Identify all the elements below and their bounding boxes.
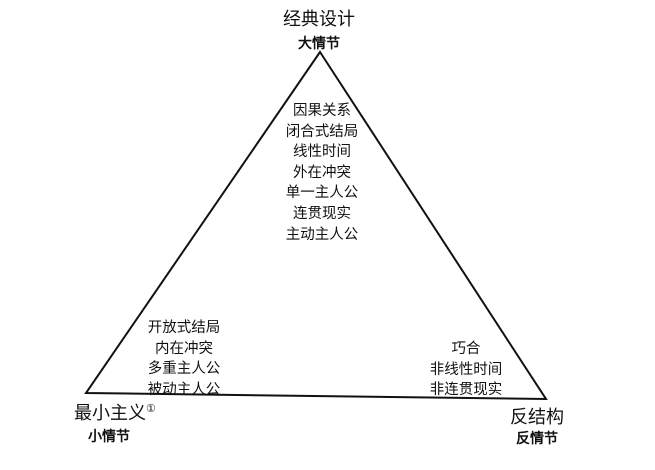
- vertex-left-title: 最小主义①: [74, 403, 156, 423]
- list-item: 被动主人公: [147, 381, 221, 398]
- list-item: 单一主人公: [285, 185, 359, 202]
- list-item: 连贯现实: [293, 205, 351, 222]
- vertex-top-subtitle: 大情节: [298, 36, 340, 52]
- vertex-right-subtitle: 反情节: [516, 431, 558, 447]
- list-item: 巧合: [451, 341, 481, 357]
- list-item: 非连贯现实: [429, 382, 503, 399]
- list-item: 线性时间: [293, 144, 351, 161]
- antiplot-list: 巧合 非线性时间 非连贯现实: [416, 339, 516, 401]
- list-item: 主动主人公: [285, 226, 359, 243]
- list-item: 非线性时间: [429, 361, 503, 378]
- miniplot-list: 开放式结局 内在冲突 多重主人公 被动主人公: [124, 318, 244, 400]
- footnote-marker: ①: [146, 402, 156, 415]
- vertex-top-title: 经典设计: [283, 9, 355, 30]
- vertex-right-title: 反结构: [510, 407, 564, 428]
- triangle-outline: [84, 50, 548, 401]
- list-item: 因果关系: [293, 103, 351, 119]
- list-item: 多重主人公: [147, 361, 221, 378]
- archplot-list: 因果关系 闭合式结局 线性时间 外在冲突 单一主人公 连贯现实 主动主人公: [262, 101, 382, 245]
- vertex-left-title-text: 最小主义: [74, 403, 146, 424]
- list-item: 闭合式结局: [285, 123, 359, 140]
- vertex-left-subtitle: 小情节: [88, 429, 130, 445]
- list-item: 内在冲突: [155, 340, 213, 357]
- list-item: 外在冲突: [293, 164, 351, 181]
- list-item: 开放式结局: [147, 320, 221, 336]
